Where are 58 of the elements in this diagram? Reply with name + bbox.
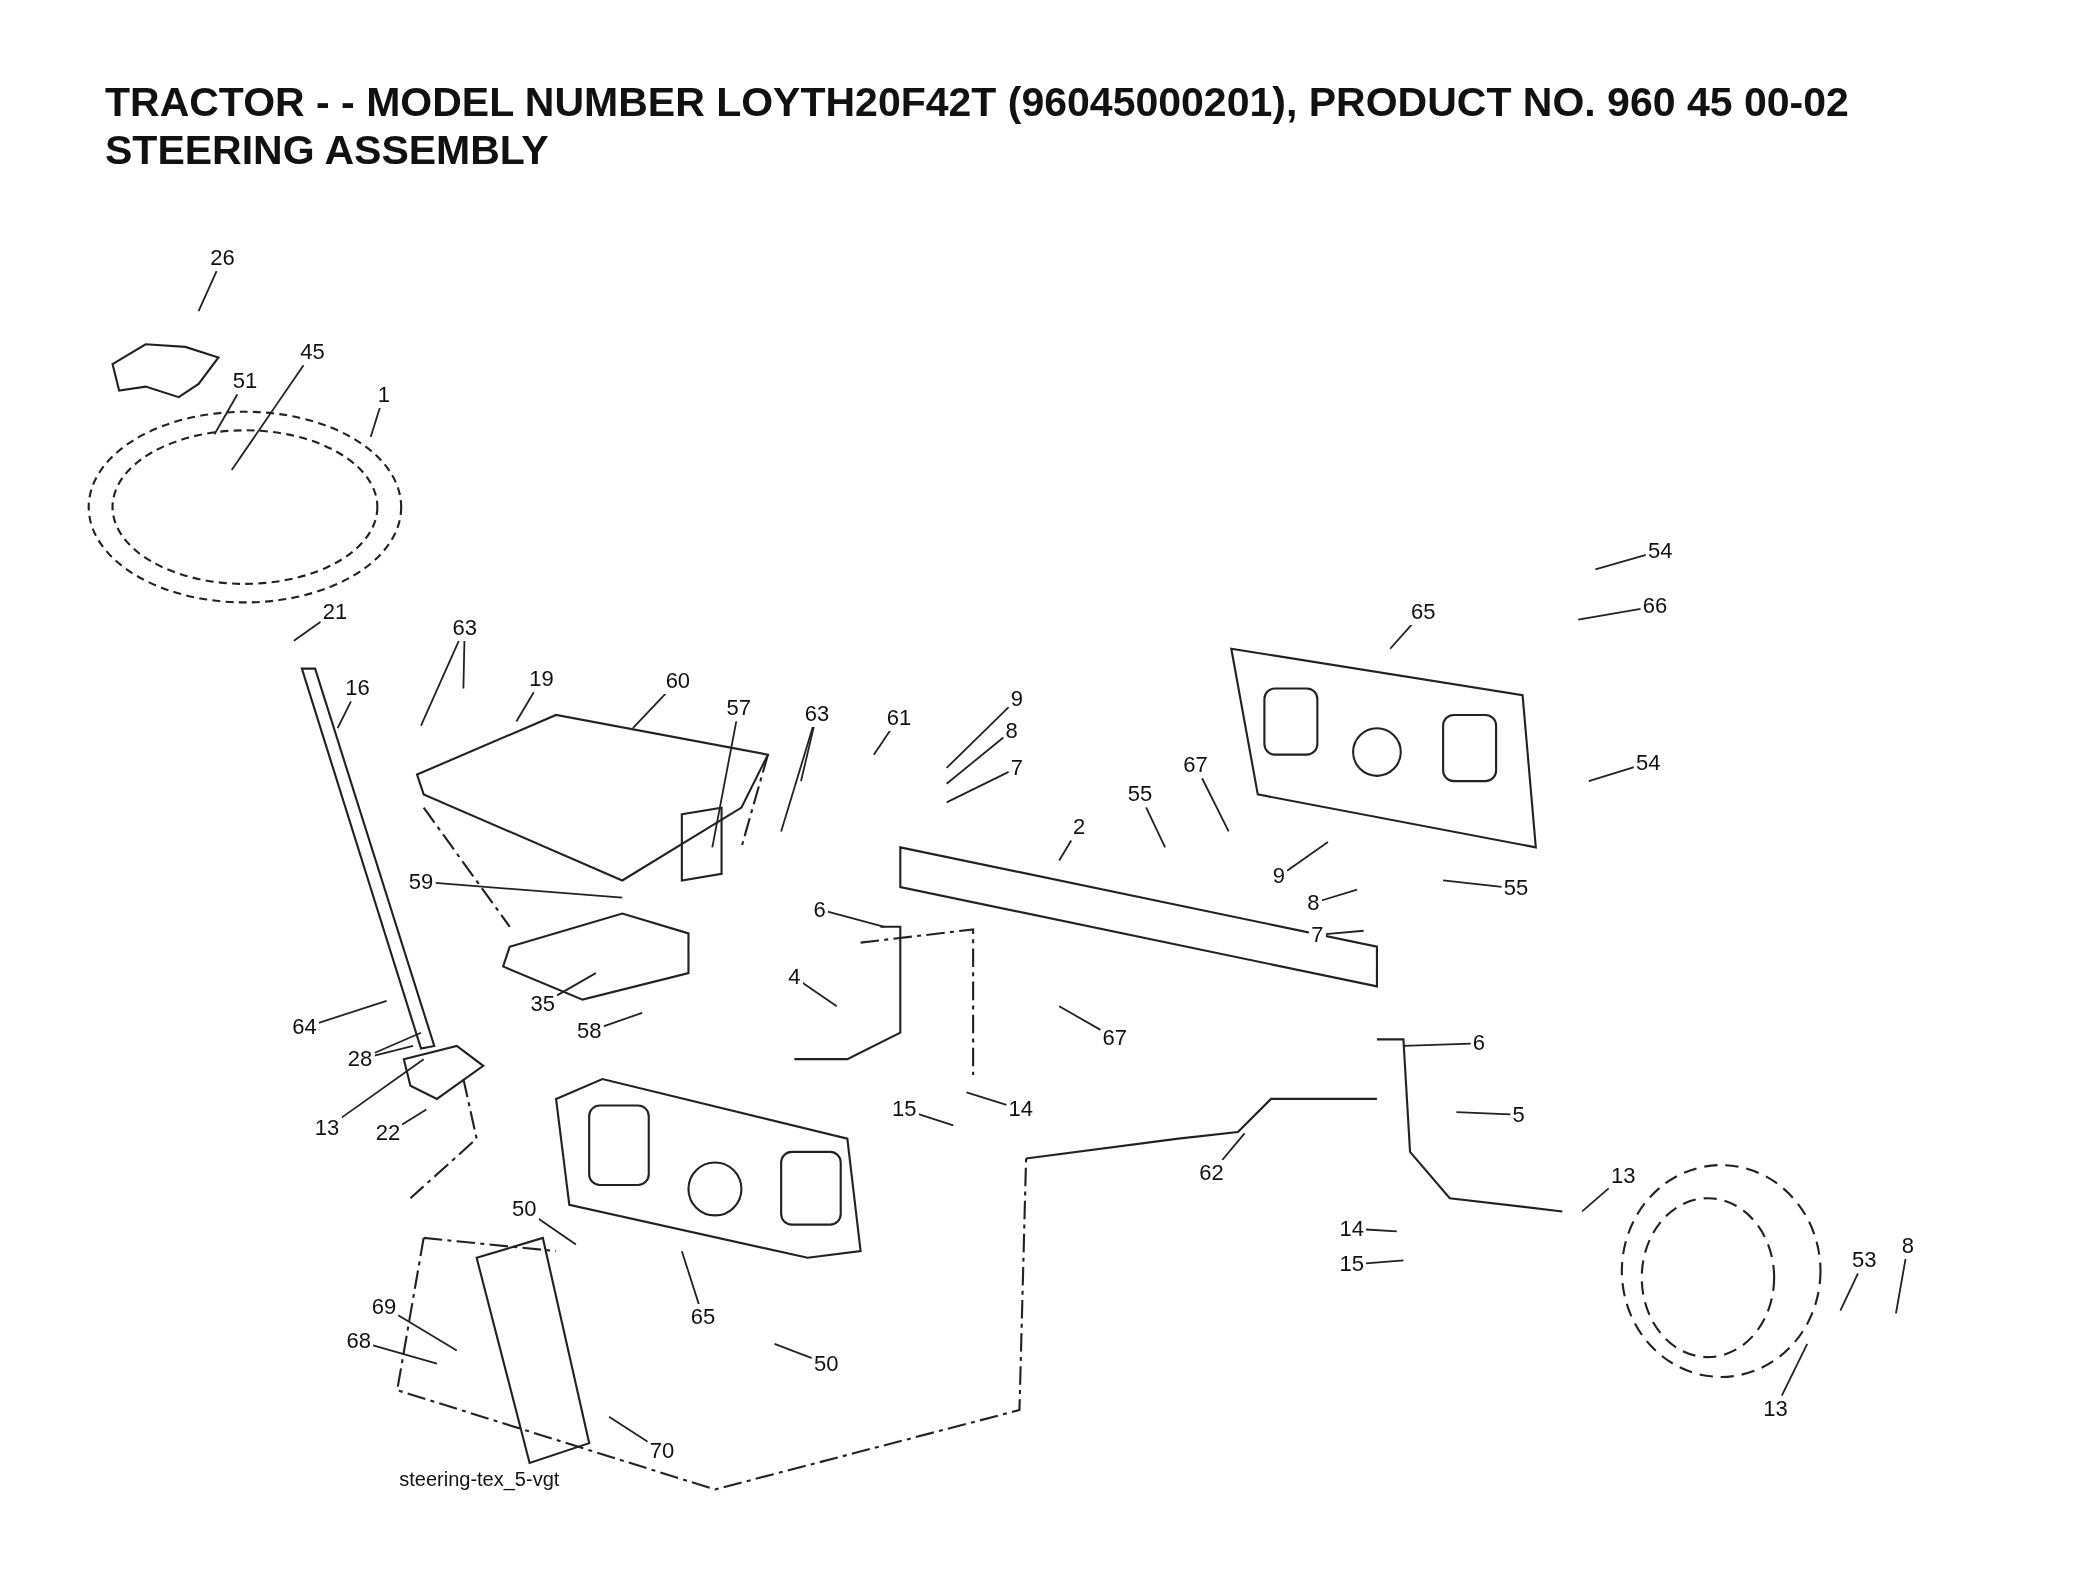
leader-line — [1577, 607, 1642, 621]
leader-line — [515, 691, 535, 723]
page-title: TRACTOR - - MODEL NUMBER LOYTH20F42T (96045000201), PRODUCT NO. 960 45 00-02 STEERING ASSEMBLY — [105, 78, 1850, 174]
leader-line — [336, 700, 352, 730]
leader-line — [945, 736, 1005, 785]
leader-line — [369, 406, 381, 438]
leader-line — [1895, 1257, 1907, 1315]
leader-line — [1402, 1042, 1472, 1047]
leader-line — [773, 1342, 813, 1360]
leader-line — [602, 1011, 644, 1028]
leader-line — [965, 1091, 1008, 1106]
leader-line — [340, 1058, 425, 1119]
leader-line — [1145, 806, 1166, 849]
leader-line — [1594, 553, 1647, 571]
leader-line — [401, 1108, 428, 1126]
leader-line — [1365, 1228, 1398, 1233]
leader-line — [230, 364, 305, 471]
leader-line — [1389, 623, 1413, 650]
leader-line — [1455, 1111, 1512, 1116]
leader-line — [711, 720, 738, 849]
leader-line — [945, 771, 1010, 804]
leader-line — [1587, 766, 1635, 783]
leader-line — [462, 639, 466, 690]
leader-line — [680, 1250, 700, 1306]
leader-line — [373, 1031, 422, 1054]
leader-line — [945, 706, 1010, 769]
leader-line — [213, 393, 239, 436]
leader-line — [293, 620, 322, 642]
leader-line — [631, 692, 667, 730]
leader-line — [537, 1217, 577, 1246]
leader-line — [608, 1415, 649, 1443]
leader-line — [1221, 1132, 1246, 1161]
leader-line — [1286, 841, 1329, 872]
leader-line — [1365, 1259, 1405, 1265]
leader-line — [1201, 777, 1230, 833]
leader-line — [917, 1113, 955, 1127]
leader-line — [420, 639, 460, 727]
leader-line — [1324, 929, 1365, 935]
drawing-reference: steering-tex_5-vgt — [399, 1467, 560, 1491]
leader-line — [1839, 1272, 1859, 1312]
leader-line — [556, 972, 597, 997]
leader-line — [1780, 1342, 1809, 1397]
leader-line — [1058, 839, 1073, 862]
leader-line — [800, 725, 815, 783]
leader-line — [872, 729, 892, 756]
leader-line — [197, 270, 218, 313]
leader-line — [1581, 1187, 1610, 1213]
leader-line — [317, 1000, 388, 1024]
leader-line — [1442, 879, 1503, 888]
leader-line — [372, 1344, 438, 1365]
leader-line — [397, 1314, 458, 1352]
leader-line — [826, 910, 886, 928]
leader-line — [801, 981, 838, 1008]
leader-line — [373, 1045, 414, 1057]
leader-line — [1058, 1005, 1102, 1031]
leader-line — [434, 882, 624, 899]
leader-line — [1320, 888, 1358, 902]
leader-line — [780, 725, 814, 833]
